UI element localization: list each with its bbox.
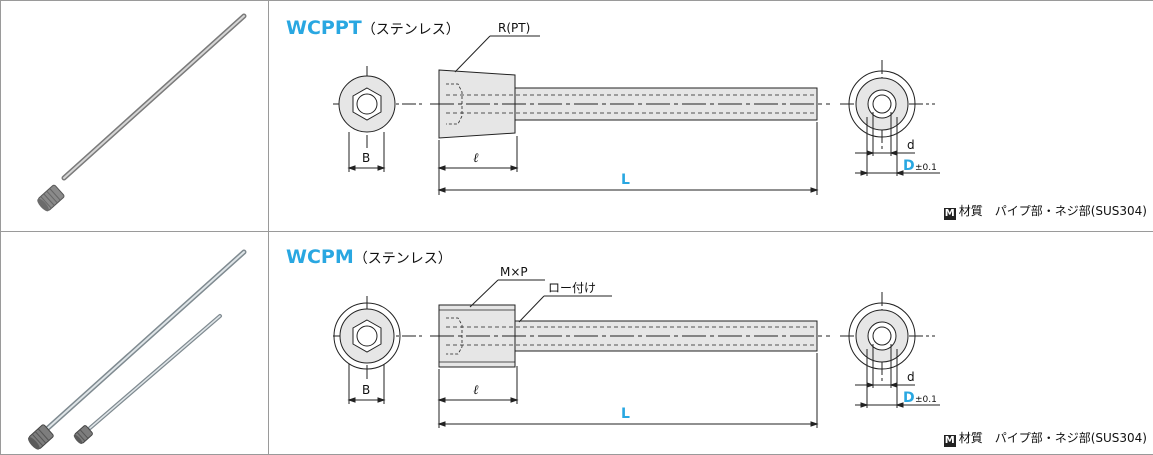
- dim-ell: ℓ: [473, 383, 479, 398]
- end-view-hex: [333, 66, 425, 172]
- dim-B: B: [362, 151, 370, 165]
- model-code: WCPM: [286, 246, 354, 268]
- row-wcppt: WCPPT（ステンレス）: [37, 13, 1147, 220]
- dim-D-tolerance: ±0.1: [915, 395, 937, 405]
- material-icon: M: [943, 208, 956, 220]
- drawing-wcpm: M×P ロー付け B ℓ L d D ±0.1: [333, 265, 940, 428]
- thread-label: M×P: [500, 265, 528, 279]
- dim-B: B: [362, 383, 370, 397]
- braze-label: ロー付け: [548, 281, 596, 295]
- dim-d: d: [907, 138, 915, 152]
- side-view: [430, 35, 830, 195]
- dim-L: L: [621, 172, 630, 188]
- dim-D: D: [903, 158, 915, 174]
- end-view-round: [840, 60, 940, 176]
- material-icon: M: [943, 435, 956, 447]
- drawing-wcppt: R(PT) B ℓ L d D ±0.1: [333, 21, 940, 195]
- material-text: 材質 パイプ部・ネジ部(SUS304): [958, 431, 1147, 445]
- dim-ell: ℓ: [473, 151, 479, 166]
- column-divider: [268, 0, 269, 455]
- end-view-hex: [333, 296, 425, 404]
- row-wcpm: WCPM（ステンレス）: [0, 232, 1153, 455]
- material-text: 材質 パイプ部・ネジ部(SUS304): [958, 204, 1147, 218]
- model-material-paren: （ステンレス）: [353, 251, 452, 267]
- top-border: [0, 0, 1153, 1]
- product-photo-wcpm: [28, 249, 247, 450]
- row-divider: [0, 231, 1153, 232]
- title-wcpm: WCPM（ステンレス）: [286, 246, 452, 268]
- dim-D-tolerance: ±0.1: [915, 163, 937, 173]
- dim-D: D: [903, 390, 915, 406]
- dim-L: L: [621, 406, 630, 422]
- left-border: [0, 0, 1, 455]
- thread-label: R(PT): [498, 21, 530, 35]
- end-view-round: [840, 292, 940, 408]
- side-view: [430, 279, 830, 428]
- model-material-paren: （ステンレス）: [361, 22, 460, 38]
- model-code: WCPPT: [286, 17, 362, 39]
- product-photo-wcppt: [37, 13, 247, 212]
- title-wcppt: WCPPT（ステンレス）: [286, 17, 460, 39]
- dim-d: d: [907, 370, 915, 384]
